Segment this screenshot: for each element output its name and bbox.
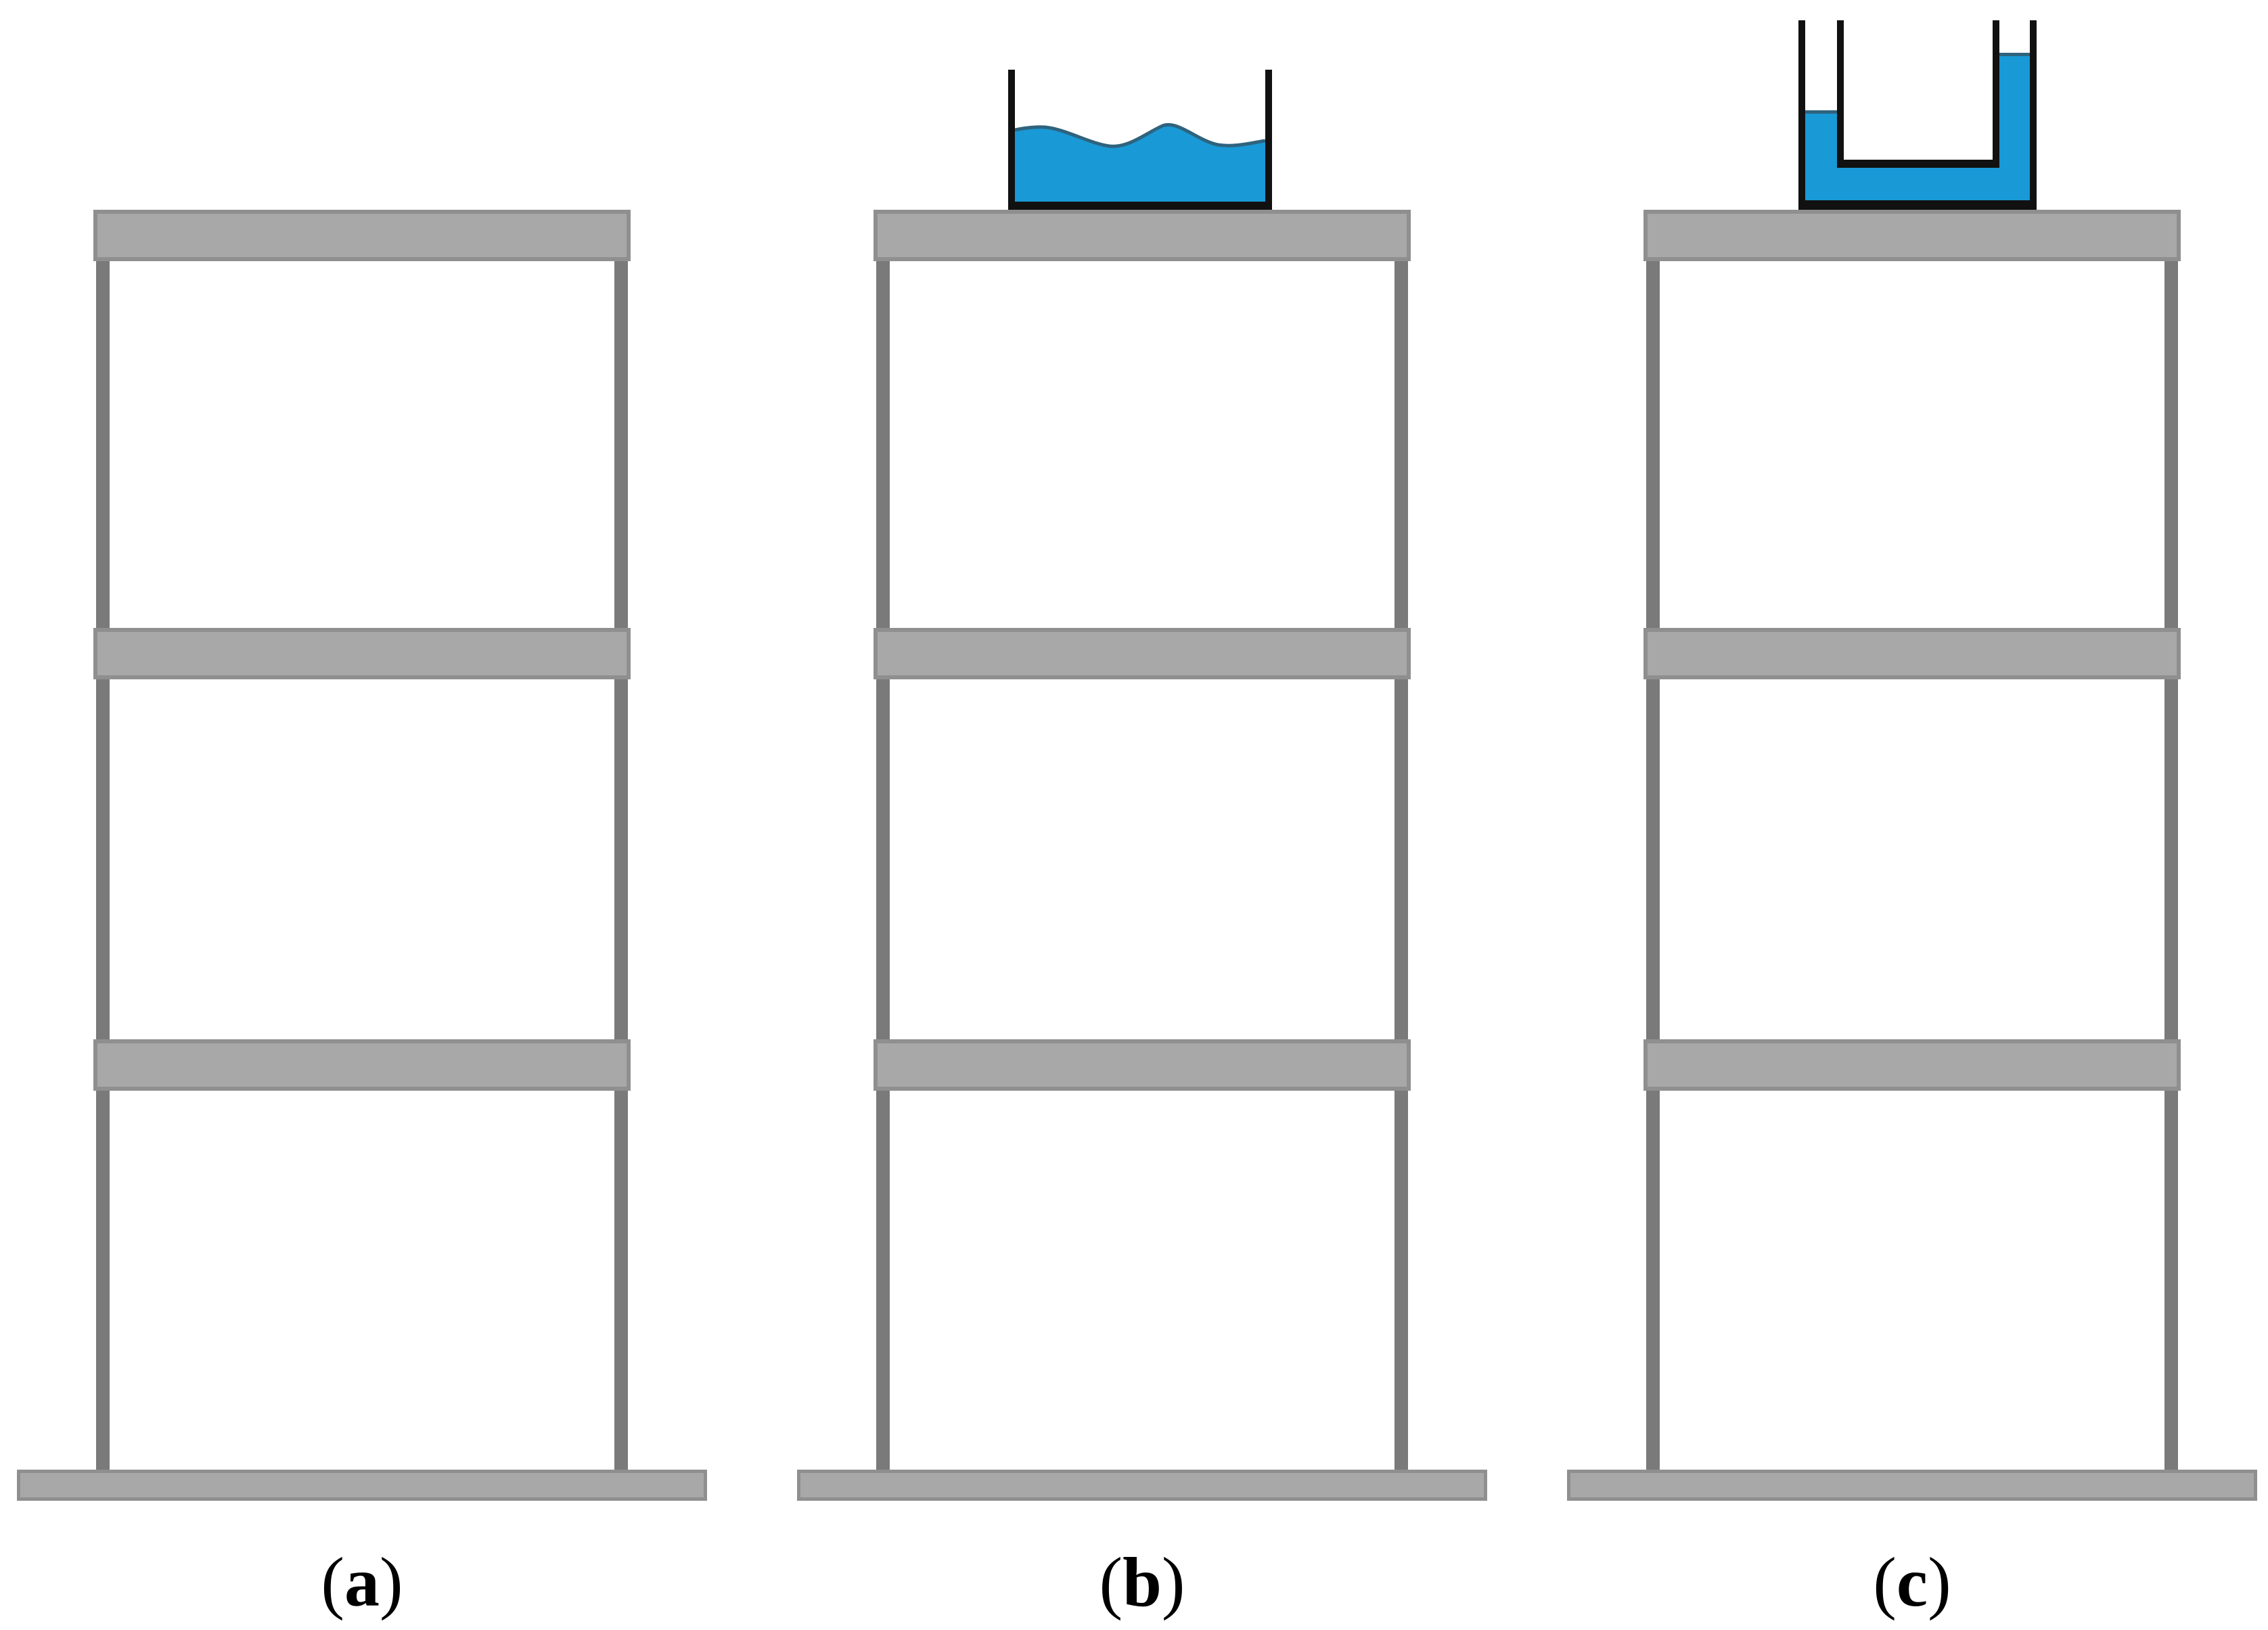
frame-b-roof-slab [874,210,1411,261]
frame-c-floor1-slab [1643,1039,2181,1091]
tank-water [1015,122,1265,202]
panel-a-label: (a) [321,1543,403,1621]
u-tube-inner-right-wall [1993,20,1999,164]
tank-left-wall [1008,70,1015,210]
tank-right-wall [1265,70,1272,210]
frame-a-roof-slab [93,210,631,261]
frame-b-left-column [876,223,890,1470]
frame-a-floor1-slab [93,1039,631,1091]
panel-c-label: (c) [1873,1543,1951,1621]
u-tube-inner-left-wall [1837,20,1844,164]
u-tube-water-left-surface [1805,110,1837,114]
u-tube-water-bottom-channel [1805,168,2030,200]
frame-a-base-slab [17,1470,707,1501]
frame-b-floor1-slab [874,1039,1411,1091]
u-tube-inner-bottom-wall [1837,160,1999,168]
frame-a-left-column [96,223,110,1470]
frame-a-right-column [614,223,628,1470]
frame-c-right-column [2164,223,2178,1470]
u-tube-outer-left-wall [1798,20,1805,207]
frame-c-floor2-slab [1643,628,2181,679]
u-tube-outer-bottom-wall [1798,200,2037,210]
tank-water-body [1015,124,1265,202]
frame-c-roof-slab [1643,210,2181,261]
frame-c-base-slab [1567,1470,2257,1501]
tank-water-surface-wave [1015,122,1265,148]
frame-b-right-column [1394,223,1408,1470]
panel-b-label: (b) [1099,1543,1185,1621]
frame-b-base-slab [797,1470,1487,1501]
u-tube-water-right-surface [1999,53,2030,56]
frame-a-floor2-slab [93,628,631,679]
tank-bottom-wall [1008,202,1272,210]
frame-b-floor2-slab [874,628,1411,679]
u-tube-outer-right-wall [2030,20,2037,207]
frame-c-left-column [1646,223,1660,1470]
